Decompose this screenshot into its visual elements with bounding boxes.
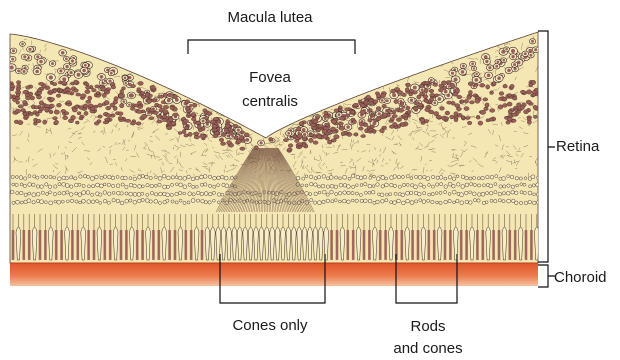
macula-lutea-label: Macula lutea xyxy=(210,8,330,27)
rods-label-line2: and cones xyxy=(378,338,478,360)
fovea-centralis-label: Fovea centralis xyxy=(222,66,318,114)
rods-and-cones-label: Rods and cones xyxy=(378,316,478,360)
cones-only-label: Cones only xyxy=(210,316,330,335)
retina-bracket xyxy=(538,31,555,262)
fovea-label-line1: Fovea xyxy=(222,66,318,90)
rods-label-line1: Rods xyxy=(378,316,478,338)
choroid-bracket xyxy=(538,265,555,287)
macula-lutea-bracket xyxy=(188,40,355,54)
retina-label: Retina xyxy=(556,137,599,156)
fovea-label-line2: centralis xyxy=(222,90,318,114)
choroid-layer xyxy=(10,263,538,286)
choroid-label: Choroid xyxy=(554,268,607,287)
